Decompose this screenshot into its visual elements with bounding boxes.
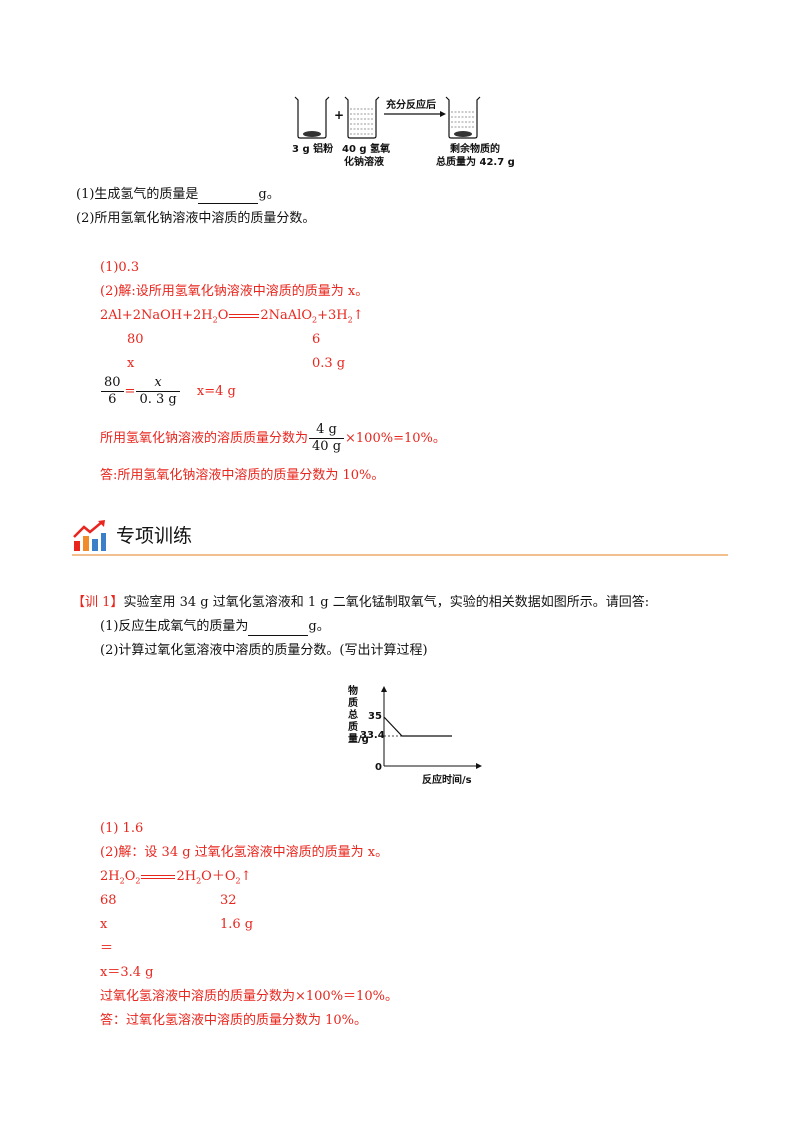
a1-m6: 6 bbox=[312, 332, 321, 347]
beaker2-caption-2: 化钠溶液 bbox=[344, 157, 384, 168]
reaction-equals-2 bbox=[141, 874, 176, 879]
y-axis-label: 物质总质量/g bbox=[348, 686, 369, 745]
a2-m32: 32 bbox=[220, 893, 237, 908]
a1-m03: 0.3 g bbox=[312, 356, 346, 371]
section-header: 专项训练 bbox=[72, 517, 728, 557]
ratio-result: x=4 g bbox=[196, 384, 236, 399]
mass-time-chart: 物质总质量/g 35 33.4 0 反应时间/s bbox=[340, 684, 490, 789]
reaction-equals bbox=[229, 313, 260, 318]
x-axis-arrow bbox=[476, 763, 482, 769]
beaker-aluminum bbox=[294, 96, 330, 139]
beaker-naoh bbox=[344, 96, 380, 139]
answer-blank bbox=[198, 190, 259, 204]
beaker1-caption: 3 g 铝粉 bbox=[292, 144, 334, 155]
q1-line1: (1)生成氢气的质量是 g。 bbox=[76, 186, 280, 204]
a2-m16: 1.6 g bbox=[220, 917, 254, 932]
chart-svg bbox=[381, 686, 482, 769]
arrow-label: 充分反应后 bbox=[386, 100, 436, 111]
x-axis-label: 反应时间/s bbox=[422, 775, 472, 786]
section-divider bbox=[72, 554, 728, 556]
a1-m80: 80 bbox=[127, 332, 144, 347]
reaction-figure: + 充分反应后 3 g 铝粉 40 g 氢氧 化钠溶液 剩余物质的 总质量为 4… bbox=[290, 92, 520, 168]
a2-mx: x bbox=[100, 917, 108, 932]
q1-line1-text: (1)生成氢气的质量是 bbox=[76, 187, 199, 202]
beaker-result bbox=[445, 96, 481, 139]
a2-ans2: (2)解：设 34 g 过氧化氢溶液中溶质的质量为 x。 bbox=[100, 845, 389, 860]
exercise-tag: 训 1 bbox=[85, 595, 111, 610]
plus-sign: + bbox=[334, 108, 345, 122]
a2-ans1: (1) 1.6 bbox=[100, 821, 144, 836]
q2-line2: (2)计算过氧化氢溶液中溶质的质量分数。(写出计算过程) bbox=[100, 643, 428, 658]
y-axis-arrow bbox=[381, 686, 387, 692]
a2-percent: 过氧化氢溶液中溶质的质量分数为×100%＝10%。 bbox=[100, 989, 398, 1004]
a2-equals: ＝ bbox=[100, 941, 114, 956]
section-title: 专项训练 bbox=[116, 525, 193, 547]
beaker2-caption-1: 40 g 氢氧 bbox=[342, 144, 391, 155]
y-tick-35: 35 bbox=[368, 711, 382, 722]
a1-mx: x bbox=[127, 356, 135, 371]
a2-result: x＝3.4 g bbox=[100, 965, 154, 980]
origin-label: 0 bbox=[375, 762, 382, 773]
a2-answer: 答：过氧化氢溶液中溶质的质量分数为 10%。 bbox=[100, 1013, 368, 1028]
a2-m68: 68 bbox=[100, 893, 117, 908]
chart-trend-icon bbox=[73, 520, 106, 551]
beaker3-caption-2: 总质量为 42.7 g bbox=[436, 157, 515, 168]
q2-stem: 【训 1】实验室用 34 g 过氧化氢溶液和 1 g 二氧化锰制取氧气，实验的相… bbox=[72, 595, 650, 610]
q1-line1-unit: g。 bbox=[258, 187, 280, 202]
mass-series-line bbox=[383, 716, 452, 737]
a1-answer: 答:所用氢氧化钠溶液中溶质的质量分数为 10%。 bbox=[100, 468, 385, 483]
q1-line2: (2)所用氢氧化钠溶液中溶质的质量分数。 bbox=[76, 211, 316, 226]
answer-blank-2 bbox=[248, 622, 309, 636]
a1-ans2: (2)解:设所用氢氧化钠溶液中溶质的质量为 x。 bbox=[100, 284, 369, 299]
beakers-illustration bbox=[294, 96, 481, 139]
a1-ans1: (1)0.3 bbox=[100, 260, 140, 275]
y-tick-33-4: 33.4 bbox=[360, 730, 385, 741]
beaker3-caption-1: 剩余物质的 bbox=[450, 144, 500, 155]
